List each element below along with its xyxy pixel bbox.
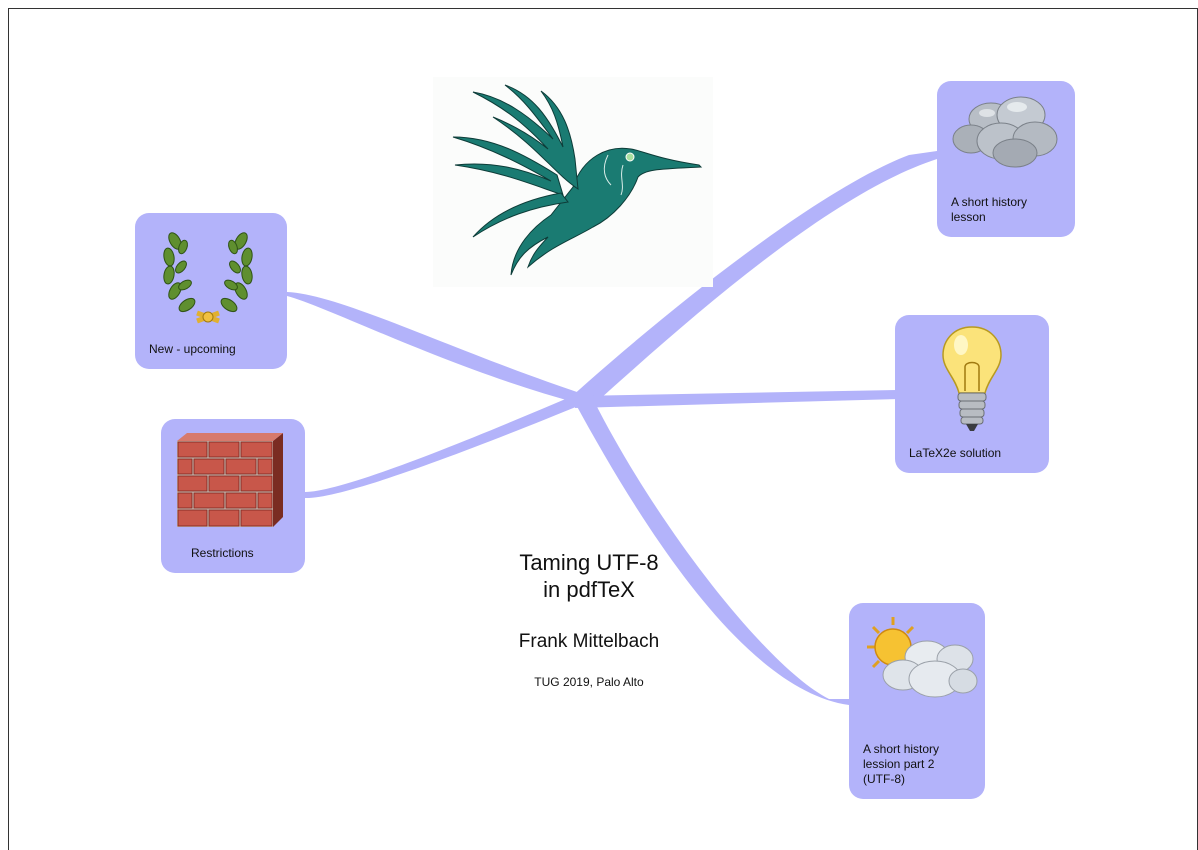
slide-title-line1: Taming UTF-8 [519,550,659,575]
connector-history2 [574,401,849,705]
lightbulb-icon [942,326,1002,431]
node-latex2e-solution-label: LaTeX2e solution [909,446,1002,460]
mind-map-connectors [287,151,937,705]
node-restrictions[interactable]: Restrictions [161,419,305,573]
node-restrictions-label: Restrictions [191,546,254,560]
node-latex2e-solution[interactable]: LaTeX2e solution [895,315,1049,473]
hummingbird-logo [433,77,713,287]
connector-restrictions [305,394,583,499]
node-history-lesson[interactable]: A short history lesson [937,81,1075,237]
slide-event: TUG 2019, Palo Alto [534,675,644,689]
laurel-wreath-icon [163,232,253,324]
node-new-upcoming-label: New - upcoming [149,342,236,356]
node-history-lession-part2-label: A short history lession part 2 (UTF-8) [863,742,940,786]
title-block: Taming UTF-8 in pdfTeX Frank Mittelbach … [409,549,769,689]
connector-solution [575,390,899,408]
connector-history [571,151,937,407]
slide-author: Frank Mittelbach [518,631,660,652]
hummingbird-icon [452,84,703,276]
slide-title-line2: in pdfTeX [543,577,635,602]
node-new-upcoming[interactable]: New - upcoming [135,213,287,369]
node-history-lession-part2[interactable]: A short history lession part 2 (UTF-8) [849,603,985,799]
connector-new-upcoming [287,292,581,404]
cloud-icon [952,96,1058,168]
slide: New - upcoming Restrictions [8,8,1198,850]
sun-cloud-icon [867,617,978,698]
node-history-lesson-label: A short history lesson [951,195,1028,224]
brick-wall-icon [177,433,283,527]
